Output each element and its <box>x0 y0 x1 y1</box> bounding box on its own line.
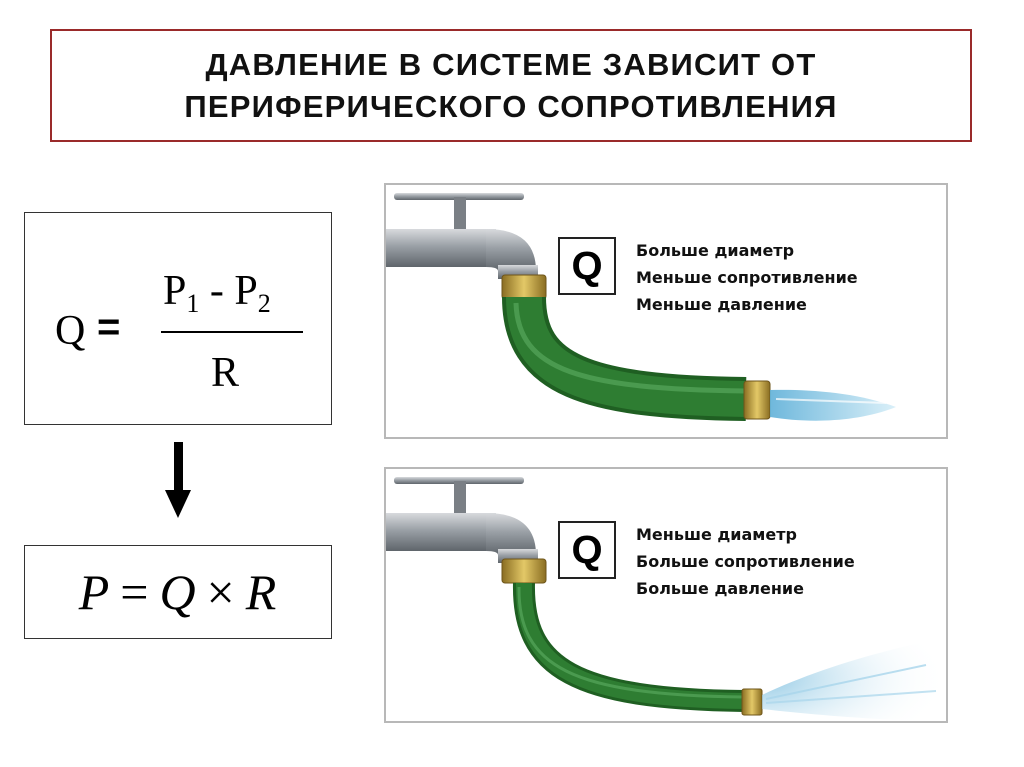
formula2-times: × <box>206 564 236 620</box>
flow-formula-box: Q = P1 - P2 R <box>24 212 332 425</box>
formula-minus: - <box>199 268 235 314</box>
pressure-formula-box: P=Q×R <box>24 545 332 639</box>
narrow-hose-description: Меньше диаметр Больше сопротивление Боль… <box>636 521 855 602</box>
pressure-formula: P=Q×R <box>79 563 278 621</box>
formula2-equals: = <box>120 564 150 620</box>
desc-line: Больше диаметр <box>636 241 795 260</box>
formula-p1-sub: 1 <box>186 289 200 318</box>
formula-numerator: P1 - P2 <box>163 267 271 319</box>
formula-p1: P <box>163 268 187 314</box>
narrow-hose-panel: Q Меньше диаметр Больше сопротивление Бо… <box>384 467 948 723</box>
desc-line: Меньше сопротивление <box>636 268 858 287</box>
formula-p2: P <box>234 268 258 314</box>
title-line-2: ПЕРИФЕРИЧЕСКОГО СОПРОТИВЛЕНИЯ <box>184 88 838 124</box>
wide-hose-panel: Q Больше диаметр Меньше сопротивление Ме… <box>384 183 948 439</box>
flow-q-badge: Q <box>558 521 616 579</box>
down-arrow-icon <box>165 442 191 518</box>
formula-p2-sub: 2 <box>257 289 271 318</box>
fraction-line <box>161 331 303 333</box>
formula2-p: P <box>78 564 111 620</box>
desc-line: Больше сопротивление <box>636 552 855 571</box>
faucet-narrow-hose-illustration <box>386 477 946 721</box>
desc-line: Больше давление <box>636 579 804 598</box>
formula2-q: Q <box>159 564 197 620</box>
formula-q: Q <box>55 308 86 354</box>
flow-q-badge: Q <box>558 237 616 295</box>
desc-line: Меньше диаметр <box>636 525 797 544</box>
formula-equals: = <box>97 305 121 349</box>
faucet-wide-hose-illustration <box>386 193 896 421</box>
title-box: ДАВЛЕНИЕ В СИСТЕМЕ ЗАВИСИТ ОТ ПЕРИФЕРИЧЕ… <box>50 29 972 142</box>
wide-hose-description: Больше диаметр Меньше сопротивление Мень… <box>636 237 858 318</box>
desc-line: Меньше давление <box>636 295 807 314</box>
title-line-1: ДАВЛЕНИЕ В СИСТЕМЕ ЗАВИСИТ ОТ <box>205 46 817 82</box>
formula-denominator: R <box>211 350 240 396</box>
formula2-r: R <box>245 564 278 620</box>
